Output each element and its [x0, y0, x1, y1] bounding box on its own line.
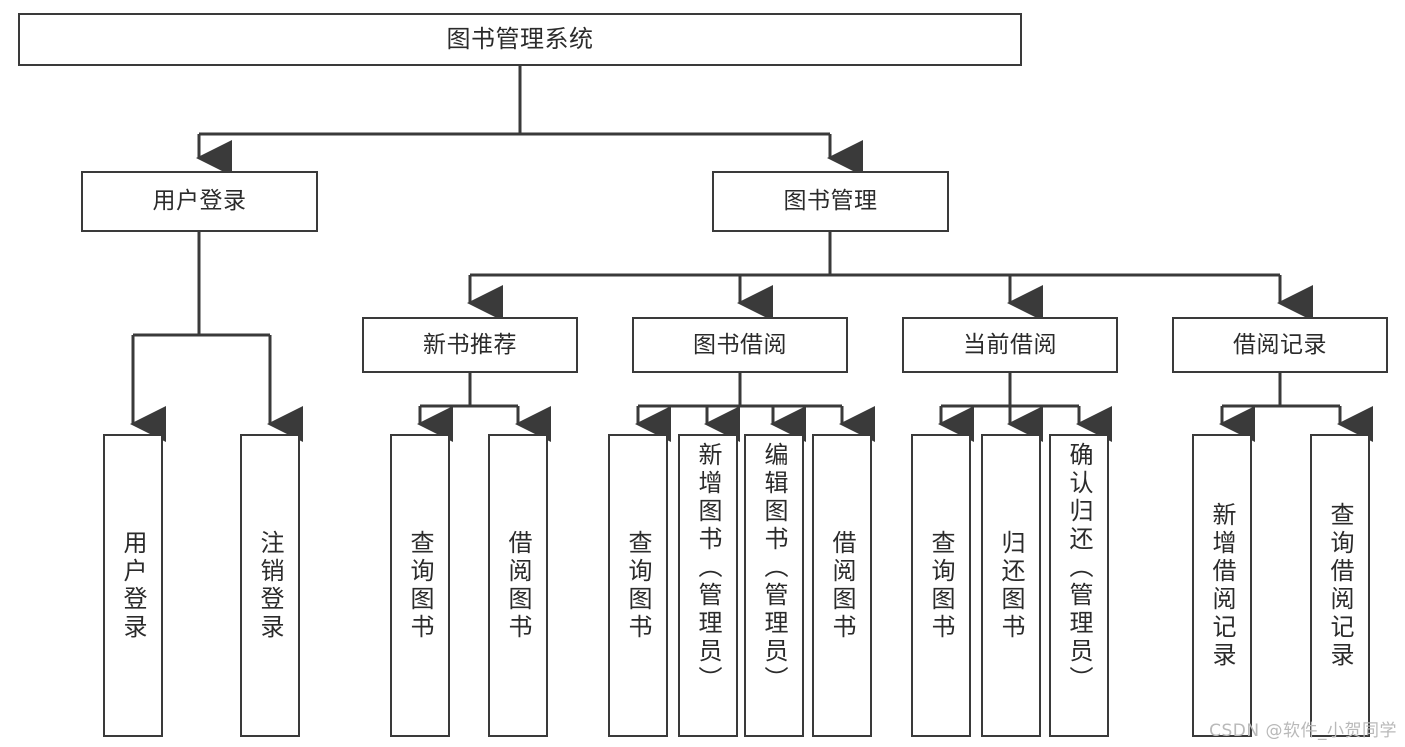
node-label: 查询图书	[624, 529, 652, 642]
node-label: 新增图书（管理员）	[694, 442, 722, 694]
node-label: 查询图书	[927, 529, 955, 642]
node-leaf-query-borrow-record[interactable]: 查询借阅记录	[1310, 434, 1370, 737]
node-label: 注销登录	[256, 529, 284, 642]
node-leaf-query-book-2[interactable]: 查询图书	[608, 434, 668, 737]
node-label: 新增借阅记录	[1208, 501, 1236, 670]
node-label: 归还图书	[997, 529, 1025, 642]
node-label: 借阅记录	[1233, 331, 1327, 358]
node-current-borrow[interactable]: 当前借阅	[902, 317, 1118, 373]
node-label: 编辑图书（管理员）	[760, 442, 788, 694]
node-leaf-borrow-book-1[interactable]: 借阅图书	[488, 434, 548, 737]
node-book-borrow[interactable]: 图书借阅	[632, 317, 848, 373]
node-leaf-add-borrow-record[interactable]: 新增借阅记录	[1192, 434, 1252, 737]
node-label: 借阅图书	[504, 529, 532, 642]
csdn-watermark: CSDN @软件_小贺同学	[1209, 721, 1397, 741]
node-leaf-confirm-return-admin[interactable]: 确认归还（管理员）	[1049, 434, 1109, 737]
node-label: 图书管理系统	[446, 24, 594, 53]
node-new-book-recommend[interactable]: 新书推荐	[362, 317, 578, 373]
node-label: 当前借阅	[963, 331, 1057, 358]
node-leaf-query-book-1[interactable]: 查询图书	[390, 434, 450, 737]
node-leaf-add-book-admin[interactable]: 新增图书（管理员）	[678, 434, 738, 737]
node-label: 借阅图书	[828, 529, 856, 642]
node-leaf-logout-login[interactable]: 注销登录	[240, 434, 300, 737]
node-label: 图书管理	[783, 188, 878, 215]
node-leaf-return-book[interactable]: 归还图书	[981, 434, 1041, 737]
node-label: 用户登录	[152, 188, 247, 215]
node-label: 新书推荐	[423, 331, 517, 358]
node-label: 查询图书	[406, 529, 434, 642]
node-label: 确认归还（管理员）	[1065, 442, 1093, 694]
node-user-login[interactable]: 用户登录	[81, 171, 318, 232]
node-label: 图书借阅	[693, 331, 787, 358]
node-leaf-borrow-book-2[interactable]: 借阅图书	[812, 434, 872, 737]
node-root-system[interactable]: 图书管理系统	[18, 13, 1022, 66]
node-label: 查询借阅记录	[1326, 501, 1354, 670]
node-borrow-record[interactable]: 借阅记录	[1172, 317, 1388, 373]
node-book-manage[interactable]: 图书管理	[712, 171, 949, 232]
node-leaf-edit-book-admin[interactable]: 编辑图书（管理员）	[744, 434, 804, 737]
node-leaf-user-login[interactable]: 用户登录	[103, 434, 163, 737]
node-label: 用户登录	[119, 529, 147, 642]
node-leaf-query-book-3[interactable]: 查询图书	[911, 434, 971, 737]
